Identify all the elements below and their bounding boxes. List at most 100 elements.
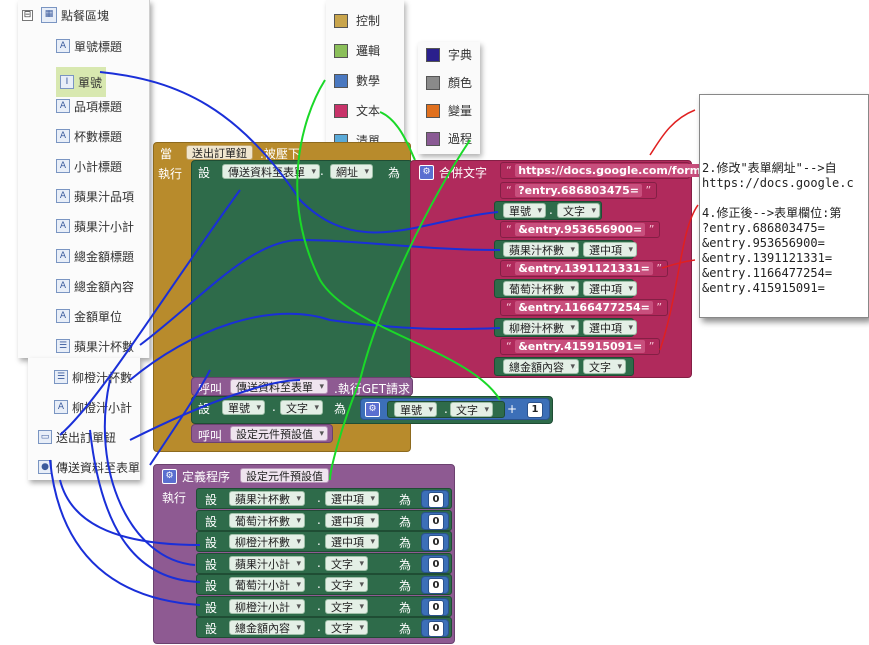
number-block[interactable]: 0	[421, 490, 449, 508]
number-block[interactable]: 0	[421, 619, 449, 637]
set-prop-pill[interactable]: 網址	[330, 164, 373, 180]
tree-item[interactable]: ●傳送資料至表單	[38, 458, 140, 476]
number-value[interactable]: 0	[428, 492, 444, 508]
palette-category[interactable]: 變量	[426, 102, 472, 119]
gear-icon[interactable]: ⚙	[419, 165, 434, 180]
entry-string-block[interactable]: “ &entry.1166477254= ”	[500, 299, 669, 316]
palette-category[interactable]: 數學	[334, 72, 380, 89]
row-comp-pill[interactable]: 蘋果汁杯數	[229, 491, 305, 507]
component-getter-block[interactable]: 蘋果汁杯數.選中項	[494, 240, 637, 259]
number-value[interactable]: 0	[428, 599, 444, 616]
gear-icon[interactable]: ⚙	[162, 469, 177, 484]
call-procedure-block[interactable]: 呼叫 設定元件預設值	[191, 424, 333, 443]
set2-prop-pill[interactable]: 文字	[280, 400, 323, 416]
add-operand-block[interactable]: 單號 . 文字	[387, 401, 505, 418]
palette-category[interactable]: 顏色	[426, 74, 472, 91]
getter-comp-pill[interactable]: 總金額內容	[503, 359, 579, 375]
procedure-name-field[interactable]: 設定元件預設值	[240, 468, 329, 483]
entry-string-block[interactable]: “ &entry.415915091= ”	[500, 338, 661, 355]
getter-comp-pill[interactable]: 柳橙汁杯數	[503, 320, 579, 336]
set2-comp-pill[interactable]: 單號	[222, 400, 265, 416]
add-prop-pill[interactable]: 文字	[450, 402, 493, 418]
number-one[interactable]: 1	[527, 402, 543, 418]
entry-string-block[interactable]: “ &entry.1391121331= ”	[500, 260, 669, 277]
getter-comp-pill[interactable]: 單號	[503, 203, 546, 219]
row-comp-pill[interactable]: 總金額內容	[229, 620, 305, 636]
row-prop-pill[interactable]: 選中項	[325, 534, 379, 550]
entry-string-block[interactable]: “ ?entry.686803475= ”	[500, 182, 658, 199]
gear-icon[interactable]: ⚙	[365, 402, 380, 417]
tree-item[interactable]: ▭送出訂單鈕	[38, 428, 116, 446]
tree-root[interactable]: ⊟ ▦ 點餐區塊	[22, 6, 109, 24]
getter-prop-pill[interactable]: 選中項	[583, 281, 637, 297]
getter-prop-pill[interactable]: 文字	[557, 203, 600, 219]
entry-text[interactable]: &entry.1166477254=	[515, 301, 653, 314]
entry-string-block[interactable]: “ &entry.953656900= ”	[500, 221, 661, 238]
number-block[interactable]: 0	[421, 597, 449, 616]
url-string-block[interactable]: “ https://docs.google.com/form	[500, 162, 705, 179]
number-block[interactable]: 0	[421, 533, 449, 551]
palette-category[interactable]: 邏輯	[334, 42, 380, 59]
number-block[interactable]: 0	[421, 576, 449, 594]
number-block[interactable]: 0	[421, 511, 449, 530]
getter-prop-pill[interactable]: 選中項	[583, 242, 637, 258]
math-add-block[interactable]: ⚙ 單號 . 文字 + 1	[360, 398, 550, 420]
number-value[interactable]: 0	[428, 556, 444, 573]
component-getter-block[interactable]: 葡萄汁杯數.選中項	[494, 279, 637, 298]
component-getter-block[interactable]: 單號.文字	[494, 201, 602, 220]
add-comp-pill[interactable]: 單號	[394, 402, 437, 418]
row-comp-pill[interactable]: 柳橙汁杯數	[229, 534, 305, 550]
row-comp-pill[interactable]: 柳橙汁小計	[229, 598, 305, 615]
row-prop-pill[interactable]: 文字	[325, 555, 368, 572]
row-comp-pill[interactable]: 蘋果汁小計	[229, 555, 305, 572]
getter-comp-pill[interactable]: 蘋果汁杯數	[503, 242, 579, 258]
number-value[interactable]: 0	[428, 578, 444, 594]
number-value[interactable]: 0	[428, 621, 444, 637]
collapse-toggle-icon[interactable]: ⊟	[22, 9, 33, 21]
row-prop-pill[interactable]: 選中項	[325, 491, 379, 507]
set-url-block[interactable]: 設 傳送資料至表單 . 網址 為	[191, 160, 413, 378]
set-target-pill[interactable]: 傳送資料至表單	[222, 164, 320, 180]
getter-prop-pill[interactable]: 選中項	[583, 320, 637, 336]
entry-text[interactable]: &entry.953656900=	[515, 223, 646, 236]
getter-comp-pill[interactable]: 葡萄汁杯數	[503, 281, 579, 297]
component-getter-block[interactable]: 柳橙汁杯數.選中項	[494, 318, 637, 337]
tree-item[interactable]: ☰蘋果汁杯數	[56, 337, 134, 355]
row-prop-pill[interactable]: 文字	[325, 598, 368, 615]
row-prop-pill[interactable]: 文字	[325, 620, 368, 636]
row-comp-pill[interactable]: 葡萄汁小計	[229, 577, 305, 593]
entry-text[interactable]: &entry.1391121331=	[515, 262, 653, 275]
number-value[interactable]: 0	[428, 535, 444, 551]
call-target-pill[interactable]: 傳送資料至表單	[230, 379, 328, 395]
palette-category[interactable]: 控制	[334, 12, 380, 29]
number-block[interactable]: 0	[421, 554, 449, 573]
entry-text[interactable]: &entry.415915091=	[515, 340, 646, 353]
url-text[interactable]: https://docs.google.com/form	[515, 164, 705, 177]
row-prop-pill[interactable]: 選中項	[325, 512, 379, 529]
tree-item[interactable]: ☰柳橙汁杯數	[54, 368, 132, 386]
call-get-block[interactable]: 呼叫 傳送資料至表單 .執行GET請求	[191, 377, 413, 396]
palette-category[interactable]: 過程	[426, 130, 472, 147]
call-proc-pill[interactable]: 設定元件預設值	[230, 426, 328, 442]
event-component-pill[interactable]: 送出訂單鈕	[186, 145, 253, 160]
palette-category[interactable]: 字典	[426, 46, 472, 63]
row-comp-pill[interactable]: 葡萄汁杯數	[229, 512, 305, 529]
